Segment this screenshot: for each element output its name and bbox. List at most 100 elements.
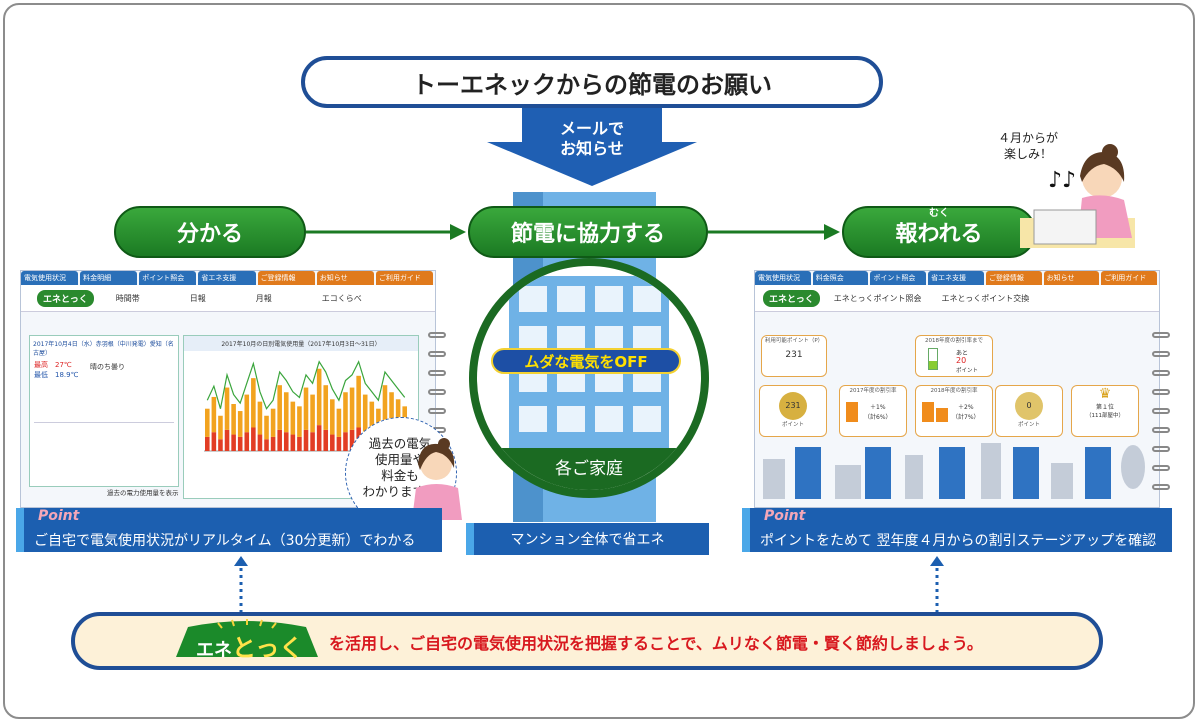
notebook-spiral-right <box>1152 332 1170 503</box>
step-understand-label: 分かる <box>176 222 243 247</box>
step-understand: 分かる <box>114 206 306 258</box>
bar-16-series-1 <box>303 387 309 430</box>
usage-panel-tabs: 電気使用状況 料金明細 ポイント照会 省エネ支援 ご登録情報 お知らせ ご利用ガ… <box>21 271 435 285</box>
bar-22-series-1 <box>343 392 348 433</box>
tab-points-right[interactable]: ポイント照会 <box>870 271 927 285</box>
mail-notice-line1: メールで <box>559 119 624 138</box>
remaining-points: 20 <box>956 356 967 365</box>
window-icon <box>595 286 623 312</box>
window-icon <box>557 286 585 312</box>
bar-4-series-0 <box>224 429 230 451</box>
tab-points[interactable]: ポイント照会 <box>139 271 197 285</box>
option-daily[interactable]: 日報 <box>189 293 206 303</box>
bar-6-series-0 <box>237 436 243 451</box>
bar-30-series-1 <box>395 399 401 435</box>
bar-12-series-0 <box>277 429 282 451</box>
music-note-icon: ♪♪ <box>1048 168 1077 193</box>
rate-2018-card: 2018年度の割引率 ＋2% （計7%） <box>915 385 993 437</box>
tab-news-right[interactable]: お知らせ <box>1043 271 1100 285</box>
option-point-exchange[interactable]: エネとっくポイント交換 <box>941 293 1030 303</box>
rank-sub: （111部屋中） <box>1086 413 1124 419</box>
woman-illustration-icon <box>1020 144 1135 248</box>
mail-notice-line2: お知らせ <box>560 139 624 158</box>
bar-18-series-1 <box>316 368 322 426</box>
logo-t: とっく <box>232 634 304 662</box>
point-center-text: マンション全体で省エネ <box>510 532 665 548</box>
option-monthly[interactable]: 月報 <box>255 293 272 303</box>
tab-eco-support[interactable]: 省エネ支援 <box>198 271 256 285</box>
history-note[interactable]: 過去の電力使用量を表示 <box>107 489 179 497</box>
window-icon <box>557 326 585 352</box>
point-stripe <box>742 508 750 552</box>
rate2018-value: ＋2% <box>958 404 974 411</box>
rate2017-sub: （計6%） <box>864 414 892 421</box>
window-icon <box>595 406 623 432</box>
enetokku-logo-small: エネとっく <box>37 289 94 307</box>
rate2018-label: 2018年度の割引率 <box>930 388 978 394</box>
option-point-inquiry[interactable]: エネとっくポイント照会 <box>833 293 922 303</box>
medal-card-2: 0 ポイント <box>995 385 1063 437</box>
point-label: Point <box>764 508 806 524</box>
tab-eco-support-right[interactable]: 省エネ支援 <box>928 271 984 285</box>
rate-2017-card: 2017年度の割引率 ＋1% （計6%） <box>839 385 907 437</box>
tab-news[interactable]: お知らせ <box>316 271 374 285</box>
bar-icon <box>936 408 948 422</box>
window-icon <box>595 326 623 352</box>
spring-note: ４月からが 楽しみ！ <box>980 130 1076 162</box>
bar-20-series-1 <box>330 399 335 435</box>
step-rewarded-ruby: むく <box>929 208 949 219</box>
speech-bubble-text: 過去の電気 使用量や 料金も わかります！ <box>352 436 448 500</box>
enetokku-logo-small-right: エネとっく <box>763 289 820 307</box>
point-left-text: ご自宅で電気使用状況がリアルタイム（30分更新）でわかる <box>34 533 416 549</box>
option-compare[interactable]: エコくらべ <box>321 293 362 303</box>
bar-8-series-0 <box>251 427 256 451</box>
bar-8-series-1 <box>251 378 256 428</box>
tab-billing[interactable]: 料金明細 <box>80 271 138 285</box>
bubble-line2: 使用量や <box>374 452 425 467</box>
off-banner: ムダな電気をOFF <box>491 348 681 374</box>
bar-3-series-1 <box>218 415 223 440</box>
bar-icon <box>846 402 858 422</box>
tab-guide[interactable]: ご利用ガイド <box>375 271 433 285</box>
bar-18-series-0 <box>316 425 322 451</box>
point-center: マンション全体で省エネ <box>466 523 709 555</box>
mail-arrow-shape <box>487 108 697 186</box>
tab-registration-right[interactable]: ご登録情報 <box>985 271 1042 285</box>
enetokku-logo-text: エネとっく <box>196 628 303 663</box>
battery-icon <box>928 348 938 370</box>
bar-5-series-0 <box>231 434 236 451</box>
medal-card-1: 231 ポイント <box>759 385 827 437</box>
tab-registration[interactable]: ご登録情報 <box>257 271 315 285</box>
bar-19-series-0 <box>323 429 329 451</box>
bar-9-series-1 <box>257 401 263 435</box>
point-stripe <box>16 508 24 552</box>
mail-notice: メールで お知らせ <box>530 119 654 159</box>
option-hourly[interactable]: 時間帯 <box>115 293 140 303</box>
enetokku-logo <box>176 619 318 657</box>
rank-label: 第１位 <box>1095 404 1114 411</box>
household-caption: 各ご家庭 <box>555 459 623 479</box>
usable-points-label: 利用可能ポイント（P） <box>764 338 824 344</box>
tab-usage[interactable]: 電気使用状況 <box>21 271 79 285</box>
bar-21-series-0 <box>336 436 342 451</box>
point-left: Point ご自宅で電気使用状況がリアルタイム（30分更新）でわかる <box>16 508 442 552</box>
rank-card: ♛ 第１位 （111部屋中） <box>1071 385 1139 437</box>
city-skyline-icon <box>763 443 1145 499</box>
bar-6-series-1 <box>237 411 243 437</box>
tab-guide-right[interactable]: ご利用ガイド <box>1101 271 1158 285</box>
tab-usage-right[interactable]: 電気使用状況 <box>755 271 811 285</box>
points-panel: 電気使用状況 料金照会 ポイント照会 省エネ支援 ご登録情報 お知らせ ご利用ガ… <box>754 270 1160 508</box>
bar-15-series-1 <box>297 406 302 437</box>
point-right: Point ポイントをためて 翌年度４月からの割引ステージアップを確認 <box>742 508 1172 552</box>
window-icon <box>519 326 547 352</box>
usable-points-value: 231 <box>785 350 803 360</box>
step-cooperate: 節電に協力する <box>468 206 708 258</box>
bar-15-series-0 <box>297 436 302 451</box>
bar-7-series-0 <box>244 432 250 451</box>
discount-card: 2018年度の割引率まで あと 20 ポイント <box>915 335 993 377</box>
medal0-label: ポイント <box>1017 422 1040 428</box>
point-right-text: ポイントをためて 翌年度４月からの割引ステージアップを確認 <box>760 533 1157 549</box>
tab-billing-right[interactable]: 料金照会 <box>812 271 869 285</box>
household-circle: 各ご家庭 ムダな電気をOFF <box>469 258 709 498</box>
bar-4-series-1 <box>224 387 230 430</box>
